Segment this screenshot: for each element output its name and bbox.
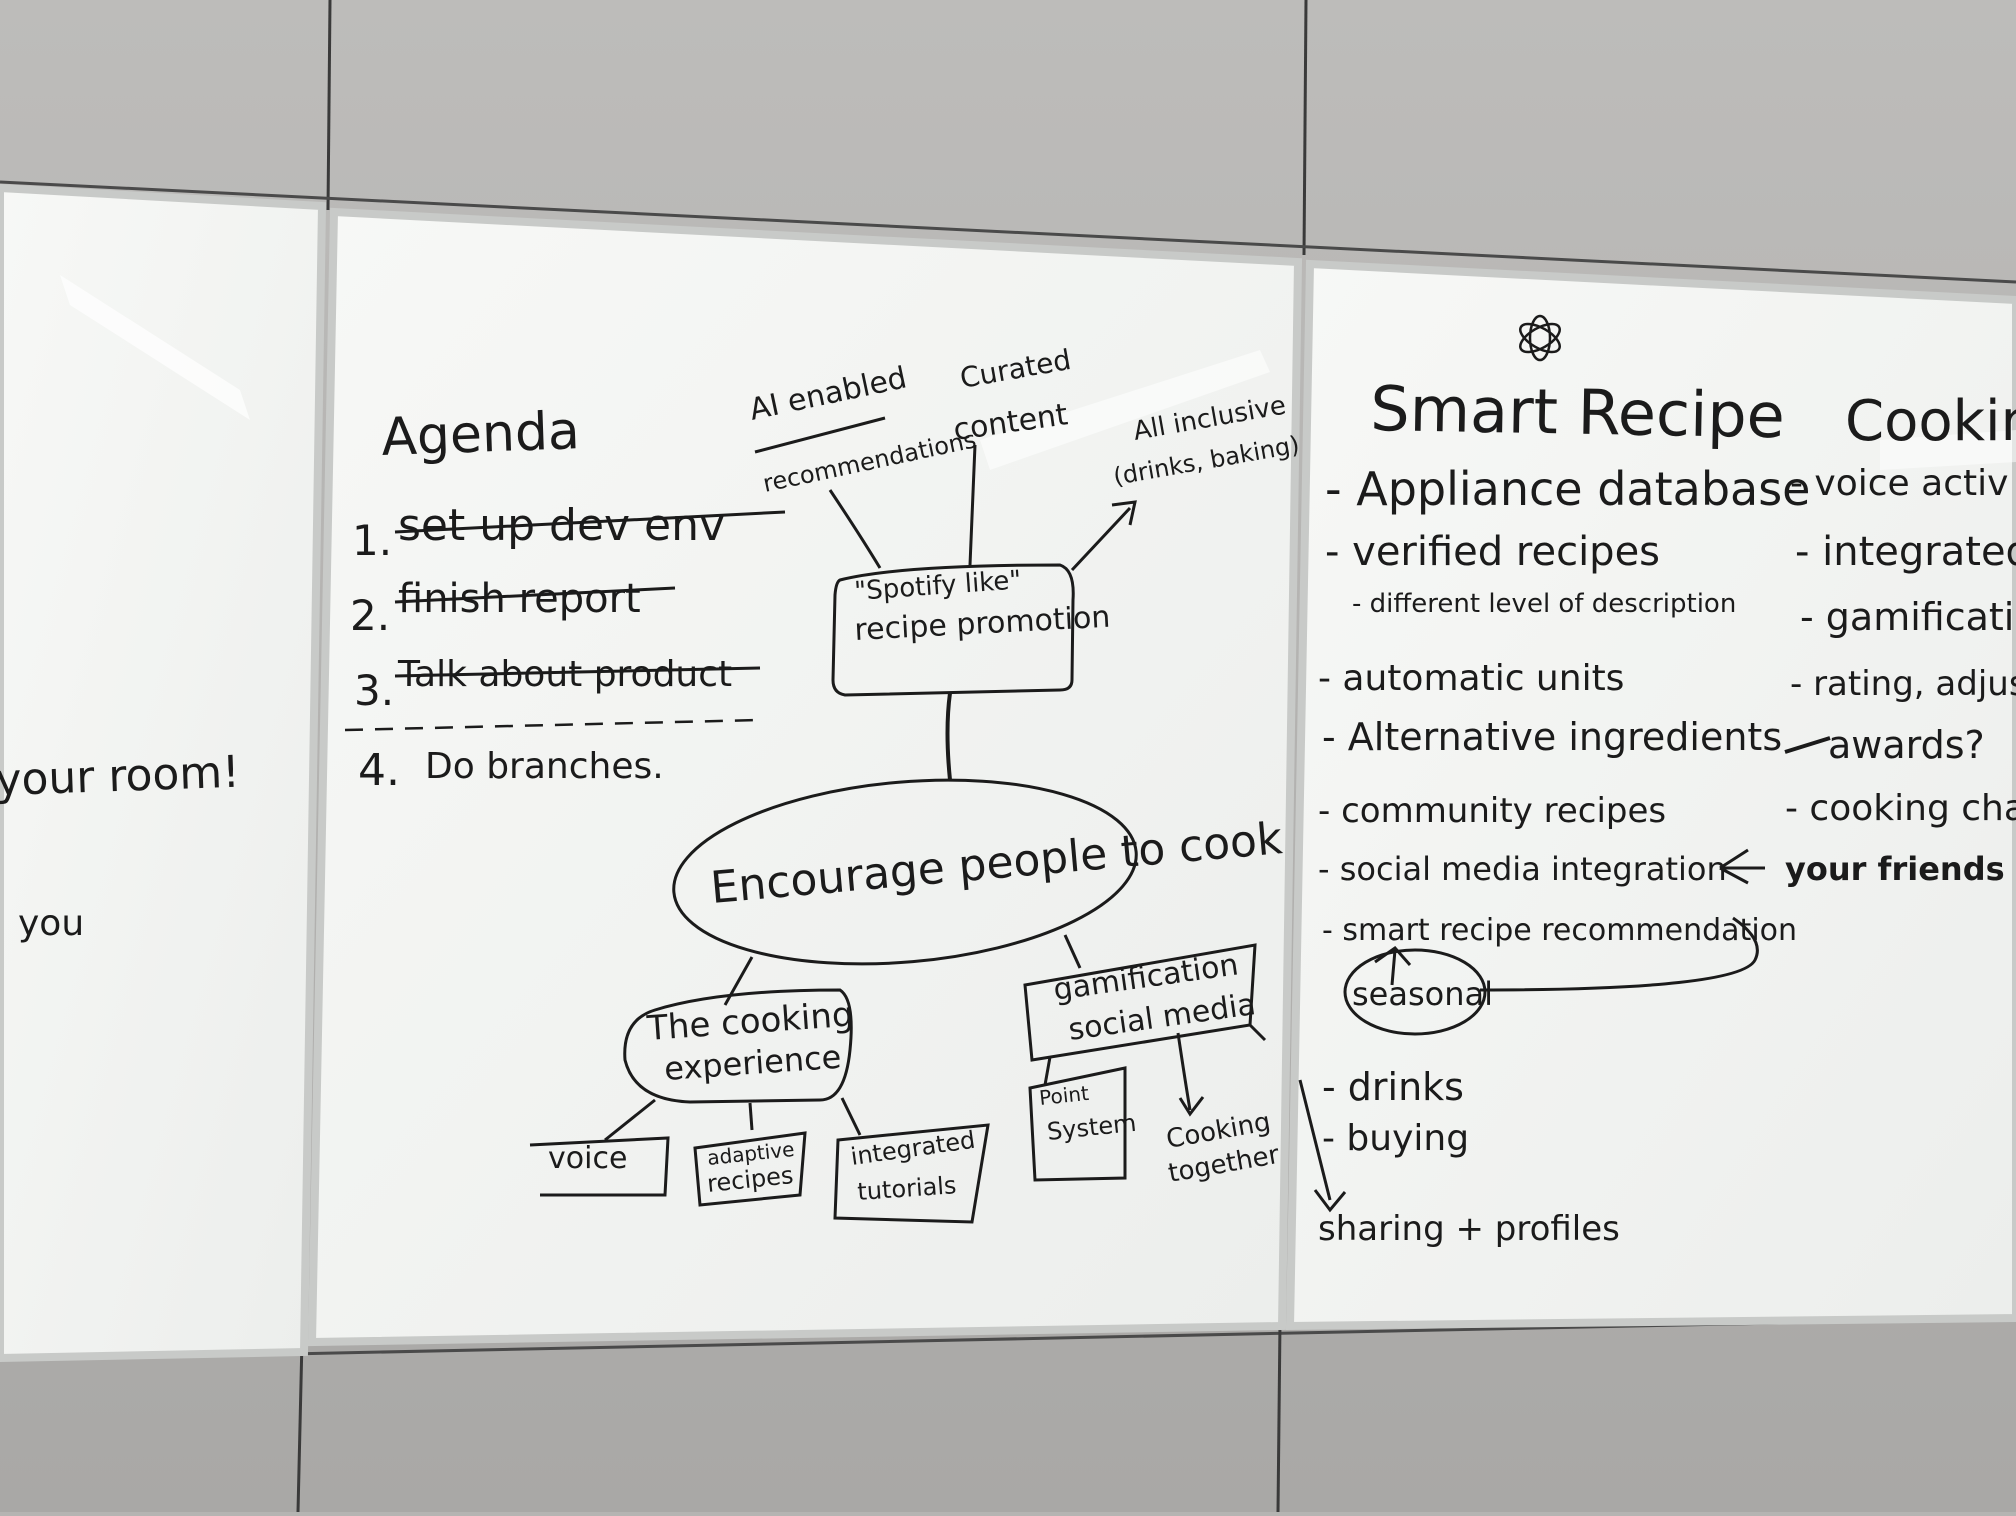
agenda-item: 3. Talk about product	[354, 654, 761, 715]
connector-line	[945, 692, 952, 781]
cooking-game-item: - gamificatio	[1800, 595, 2016, 639]
smart-recipe-item: - Alternative ingredients	[1322, 715, 1782, 759]
atom-icon	[1519, 314, 1561, 362]
agenda-title: Agenda	[380, 401, 580, 468]
wall-seam	[1276, 1321, 1282, 1513]
agenda-item: 2. finish report	[350, 576, 676, 640]
cooking-game-item: - integrated	[1795, 529, 2016, 575]
connector-line	[1063, 934, 1082, 969]
smart-recipe-item: - buying	[1322, 1118, 1469, 1159]
smart-recipe-item: - verified recipes	[1325, 529, 1660, 575]
connector-line	[828, 489, 882, 569]
glare	[1880, 430, 2016, 470]
leaf-label: tutorials	[856, 1171, 957, 1206]
cooking-game-item: - voice activ	[1790, 463, 2008, 504]
agenda-item-number: 1.	[352, 516, 392, 565]
cooking-game-item: - rating, adjus	[1790, 664, 2016, 704]
strikethrough	[394, 510, 786, 534]
left-board-text: your room!	[0, 747, 241, 806]
smart-recipe-item: - Appliance database	[1325, 462, 1810, 516]
connector-arrow	[1298, 1079, 1347, 1213]
connector-arrow	[1070, 500, 1137, 572]
cooking-game-title: Cooking ga	[1845, 389, 2016, 454]
cooking-game-item: your friends coo	[1785, 850, 2016, 888]
connector-line	[1248, 1023, 1267, 1042]
cooking-game-item: awards?	[1828, 723, 1985, 767]
smart-recipe-item: sharing + profiles	[1318, 1209, 1620, 1249]
connector-line	[968, 444, 977, 566]
wall-seam	[0, 180, 2016, 284]
adaptive-recipes-box	[693, 1131, 807, 1207]
agenda-divider	[344, 718, 761, 732]
agenda-item-number: 2.	[350, 591, 390, 640]
connector-line	[1043, 1056, 1052, 1086]
underline	[754, 416, 886, 454]
smart-recipe-item: seasonal	[1352, 975, 1493, 1013]
agenda-item-number: 3.	[354, 666, 394, 715]
leaf-label: voice	[548, 1141, 627, 1176]
connector-line	[723, 956, 754, 1006]
smart-recipe-item: - drinks	[1322, 1065, 1464, 1109]
glare	[60, 275, 250, 420]
smart-recipe-title: Smart Recipe	[1370, 372, 1786, 452]
right-whiteboard	[1285, 259, 2016, 1331]
left-board-text: you	[18, 903, 84, 944]
connector-line	[604, 1098, 656, 1142]
cooking-experience-box	[623, 988, 853, 1104]
wall-seam	[296, 1339, 304, 1513]
strikethrough	[394, 586, 676, 604]
middle-whiteboard	[307, 207, 1303, 1347]
seasonal-ellipse	[1343, 948, 1487, 1036]
promo-box	[831, 563, 1075, 697]
connector-arrow	[1374, 946, 1412, 986]
leaf-label: Point	[1038, 1081, 1090, 1110]
point-system-box	[1028, 1066, 1127, 1182]
cooking-game-item: - cooking chal	[1785, 788, 2016, 829]
smart-recipe-item: - social media integration	[1318, 850, 1727, 888]
arrow-icon	[1784, 736, 1831, 754]
connector-line	[748, 1102, 754, 1131]
smart-recipe-item: - community recipes	[1318, 791, 1666, 831]
smart-recipe-item: - smart recipe recommendation	[1322, 913, 1797, 948]
smart-recipe-item: - automatic units	[1318, 658, 1624, 699]
agenda-item-text: set up dev env	[398, 500, 725, 551]
agenda-item: 1. set up dev env	[352, 500, 786, 565]
agenda-item-number: 4.	[358, 745, 400, 796]
glare	[980, 350, 1270, 470]
connector-line	[840, 1097, 862, 1136]
integrated-tutorials-box	[833, 1123, 990, 1224]
voice-box	[529, 1136, 670, 1197]
center-ellipse	[672, 778, 1138, 966]
arrow-left-icon	[1719, 848, 1765, 885]
wall-seam	[1302, 0, 1308, 256]
connector-line	[1479, 916, 1759, 992]
smart-recipe-item: - different level of description	[1352, 589, 1736, 619]
connector-arrow	[1176, 1032, 1205, 1117]
wall-seam	[326, 0, 332, 211]
agenda-item-text: Do branches.	[425, 746, 664, 787]
agenda-item: 4. Do branches.	[358, 745, 664, 796]
left-whiteboard	[0, 183, 327, 1363]
strikethrough	[394, 666, 761, 678]
